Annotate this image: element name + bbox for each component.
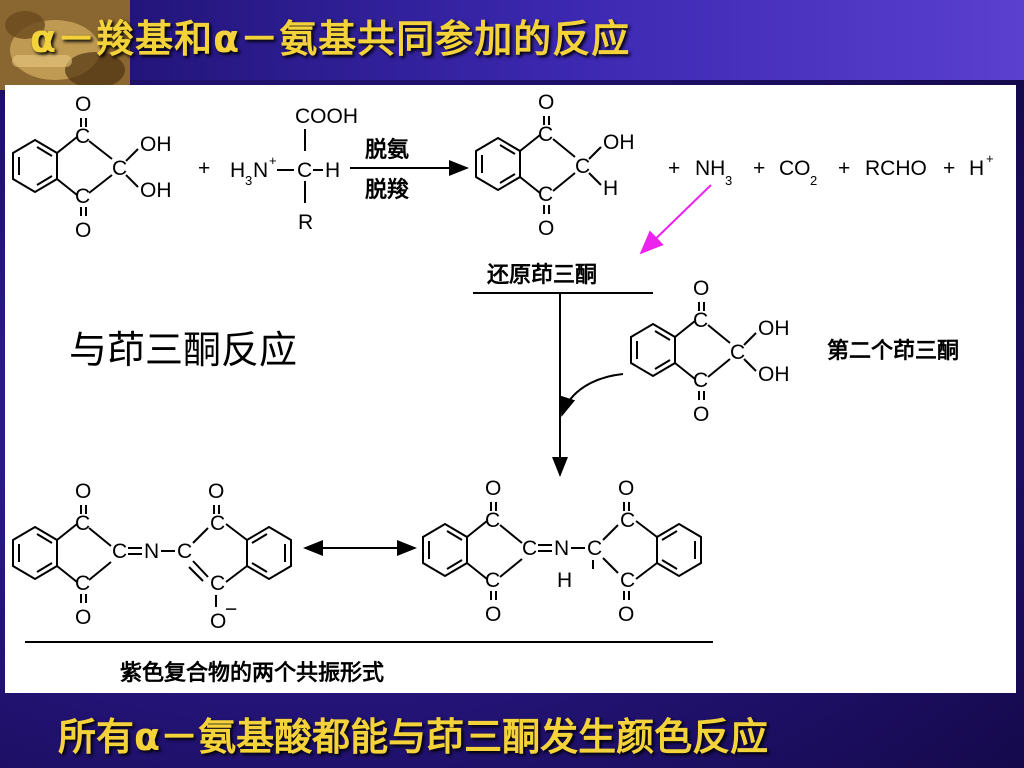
atom-label: C bbox=[538, 183, 553, 206]
cooh-label: COOH bbox=[295, 105, 358, 128]
atom-label: OH bbox=[603, 131, 635, 154]
atom-label: OH bbox=[758, 317, 790, 340]
corner-photo-pattern bbox=[0, 0, 130, 90]
atom-label: O bbox=[75, 606, 91, 629]
atom-label: O bbox=[75, 480, 91, 503]
atom-label: O bbox=[538, 217, 554, 240]
amine-n-label: N bbox=[253, 159, 268, 182]
atom-label: N bbox=[554, 537, 569, 560]
second-ninhydrin-label: 第二个茚三酮 bbox=[827, 338, 959, 364]
atom-label: C bbox=[75, 125, 90, 148]
atom-label: O bbox=[618, 603, 634, 626]
atom-label: C bbox=[75, 185, 90, 208]
arrow-top-label: 脱氨 bbox=[365, 137, 409, 163]
nh3-subscript: 3 bbox=[725, 173, 732, 188]
corner-photo bbox=[0, 0, 130, 90]
curved-arrow bbox=[559, 373, 624, 417]
atom-label: C bbox=[693, 309, 708, 332]
slide-footer: 所有α－氨基酸都能与茚三酮发生颜色反应 bbox=[58, 715, 769, 759]
atom-label: C bbox=[575, 155, 590, 178]
atom-label: O bbox=[210, 610, 226, 633]
atom-label: O bbox=[485, 477, 501, 500]
diagram-canvas: O C C C O OH OH + COOH H 3 N + C H R 脱氨 … bbox=[5, 85, 1016, 693]
slide-title: α－羧基和α－氨基共同参加的反应 bbox=[30, 17, 631, 61]
rcho-label: RCHO bbox=[865, 157, 927, 180]
atom-label: H bbox=[603, 177, 618, 200]
alpha-carbon-label: C bbox=[297, 159, 312, 182]
atom-label: C bbox=[75, 572, 90, 595]
reaction-heading: 与茚三酮反应 bbox=[69, 330, 297, 372]
plus-sign: + bbox=[198, 157, 210, 180]
nh3-label: NH bbox=[695, 157, 725, 180]
atom-label: OH bbox=[140, 133, 172, 156]
co2-label: CO bbox=[779, 157, 811, 180]
atom-label: C bbox=[210, 572, 225, 595]
atom-label: O bbox=[618, 477, 634, 500]
amine-subscript: 3 bbox=[245, 173, 252, 188]
atom-label: C bbox=[177, 540, 192, 563]
reduced-ninhydrin-label: 还原茚三酮 bbox=[486, 263, 597, 288]
atom-label: O bbox=[538, 91, 554, 114]
plus-sign: + bbox=[668, 157, 680, 180]
atom-label: C bbox=[620, 509, 635, 532]
co2-subscript: 2 bbox=[810, 173, 817, 188]
atom-label: C bbox=[587, 537, 602, 560]
plus-sign: + bbox=[838, 157, 850, 180]
ninhydrin-molecule: O C C C O OH OH bbox=[12, 93, 172, 242]
arrow-bottom-label: 脱羧 bbox=[365, 177, 410, 203]
atom-label: O bbox=[485, 603, 501, 626]
atom-label: C bbox=[75, 512, 90, 535]
h-plus-label: H bbox=[969, 157, 984, 180]
atom-label: N bbox=[144, 540, 159, 563]
amino-acid-molecule: COOH H 3 N + C H R bbox=[230, 105, 358, 234]
product-caption: 紫色复合物的两个共振形式 bbox=[120, 660, 384, 686]
h-plus-superscript: + bbox=[986, 151, 994, 166]
atom-label: OH bbox=[758, 363, 790, 386]
byproducts: + NH 3 + CO 2 + RCHO + H + bbox=[668, 151, 994, 188]
reaction-diagram: O C C C O OH OH + COOH H 3 N + C H R 脱氨 … bbox=[12, 91, 994, 686]
atom-label: C bbox=[620, 569, 635, 592]
reduced-ninhydrin-molecule: O C C C O OH H bbox=[475, 91, 635, 240]
title-bar bbox=[0, 0, 1024, 80]
reaction-arrow: 脱氨 脱羧 bbox=[350, 137, 469, 203]
atom-label: O bbox=[693, 277, 709, 300]
complex-form-keto: O C C C O N C H C C O O bbox=[422, 477, 702, 626]
atom-label: O bbox=[75, 93, 91, 116]
second-ninhydrin-molecule: O C C C O OH OH bbox=[630, 277, 790, 426]
atom-label: C bbox=[210, 512, 225, 535]
atom-label: O bbox=[693, 403, 709, 426]
atom-label: C bbox=[730, 341, 745, 364]
charge-label: − bbox=[225, 598, 237, 621]
atom-label: C bbox=[538, 123, 553, 146]
plus-sign: + bbox=[943, 157, 955, 180]
alpha-h-label: H bbox=[325, 159, 340, 182]
atom-label: C bbox=[112, 157, 127, 180]
atom-label: H bbox=[557, 569, 572, 592]
atom-label: C bbox=[112, 540, 127, 563]
amine-h-label: H bbox=[230, 159, 245, 182]
pointer-arrow bbox=[639, 184, 712, 255]
atom-label: O bbox=[75, 219, 91, 242]
r-group-label: R bbox=[298, 211, 313, 234]
atom-label: OH bbox=[140, 179, 172, 202]
atom-label: C bbox=[693, 369, 708, 392]
plus-sign: + bbox=[753, 157, 765, 180]
atom-label: C bbox=[522, 537, 537, 560]
atom-label: C bbox=[485, 509, 500, 532]
complex-form-enolate: O C C C O N C C C O O − bbox=[12, 480, 292, 633]
atom-label: O bbox=[208, 480, 224, 503]
atom-label: C bbox=[485, 569, 500, 592]
amine-superscript: + bbox=[269, 153, 277, 168]
